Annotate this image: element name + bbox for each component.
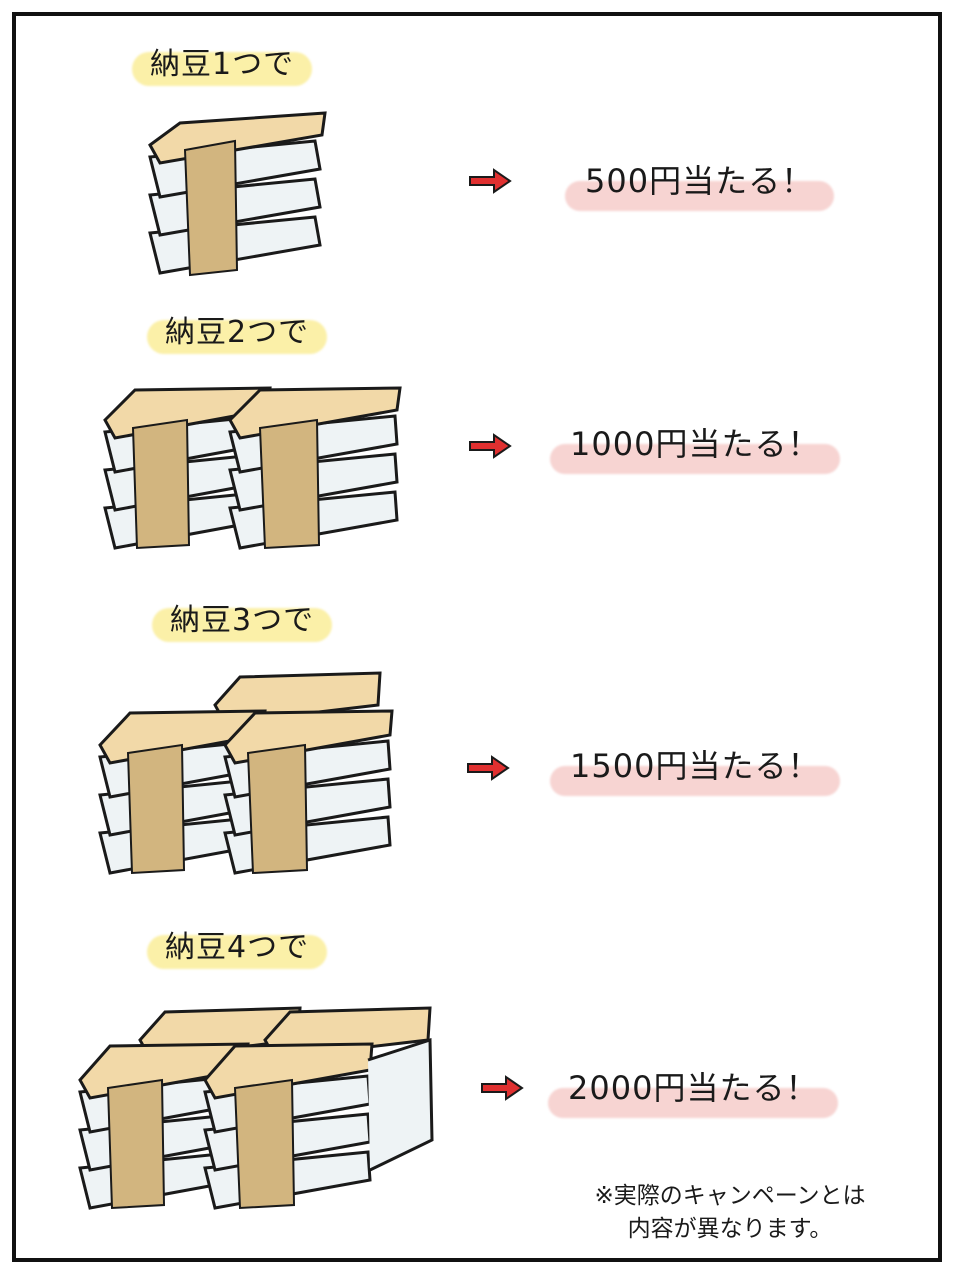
- prize-1: 500円当たる！: [565, 165, 835, 211]
- natto-stack-1: [148, 111, 327, 277]
- natto-stack-2: [103, 386, 402, 550]
- arrow-icon: [469, 433, 512, 459]
- disclaimer-line-1: ※実際のキャンペーンとは: [594, 1183, 866, 1209]
- disclaimer-line-2: 内容が異なります。: [627, 1216, 833, 1243]
- label-4: 納豆4つで: [147, 933, 328, 969]
- arrow-icon: [469, 168, 512, 194]
- prize-4: 2000円当たる！: [548, 1072, 839, 1118]
- label-1: 納豆1つで: [132, 50, 313, 86]
- disclaimer-note: ※実際のキャンペーンとは 内容が異なります。: [540, 1180, 920, 1247]
- natto-stack-3: [98, 671, 394, 875]
- label-3: 納豆3つで: [152, 606, 333, 642]
- prize-3: 1500円当たる！: [550, 750, 841, 796]
- label-2: 納豆2つで: [147, 318, 328, 354]
- natto-stack-4: [78, 1006, 434, 1210]
- arrow-icon: [481, 1075, 524, 1101]
- arrow-icon: [467, 755, 510, 781]
- prize-2: 1000円当たる！: [550, 428, 841, 474]
